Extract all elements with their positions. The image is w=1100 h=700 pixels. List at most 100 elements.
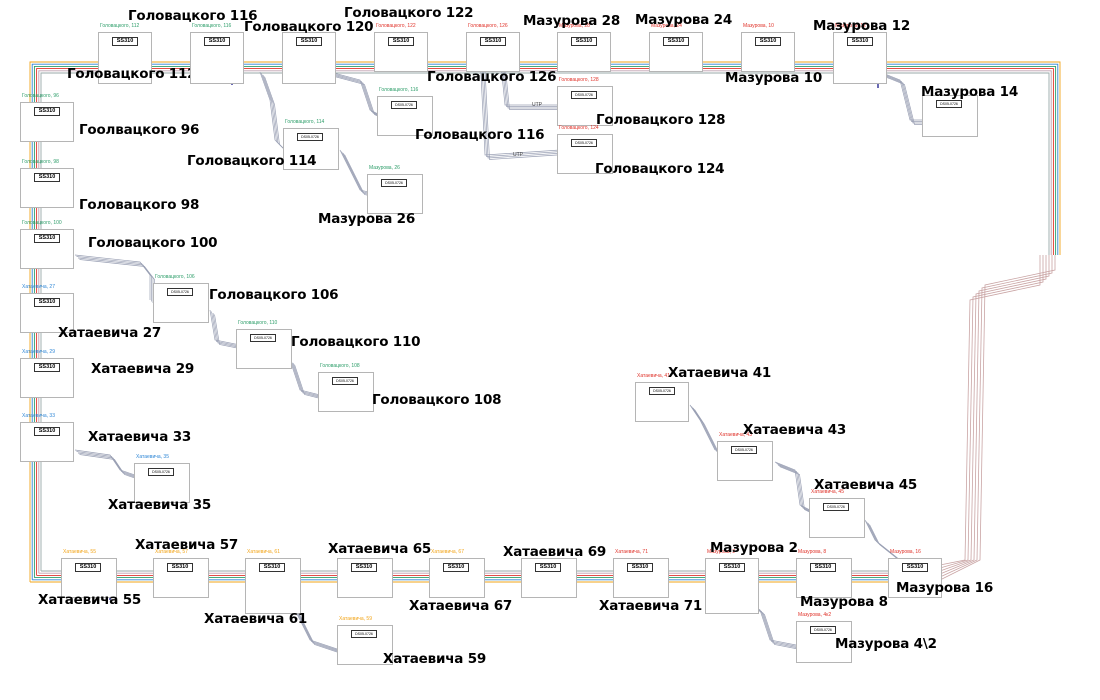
branch-cable (882, 74, 928, 124)
building-label: Мазурова 24 (635, 12, 733, 28)
device-tag: DS05-0726 (936, 100, 962, 108)
building-caption: Хатаевича, 55 (63, 549, 96, 555)
building-label: Хатаевича 33 (88, 429, 192, 445)
branch-cable (332, 74, 384, 119)
right-cable (939, 255, 1050, 575)
branch-cable (481, 56, 562, 157)
branch-cable (77, 257, 154, 303)
building-caption: Мазурова, 10 (743, 23, 774, 29)
building-label: Головацкого 112 (67, 66, 197, 82)
building-caption: Головацкого, 116 (192, 23, 232, 29)
building-box-h69 (521, 558, 577, 598)
device-tag: SS310 (75, 563, 101, 572)
building-label: Головацкого 114 (187, 153, 317, 169)
device-tag: DS05-0726 (649, 387, 675, 395)
branch-cable (294, 364, 325, 400)
building-caption: Головацкого, 126 (468, 23, 508, 29)
building-caption: Головацкого, 100 (22, 220, 62, 226)
branch-cable (289, 359, 321, 396)
building-box-g128 (557, 86, 613, 126)
building-caption: Мазурова, 26 (369, 165, 400, 171)
building-caption: Головацкого, 98 (22, 159, 59, 165)
branch-cable (881, 73, 927, 122)
device-tag: SS310 (34, 173, 60, 182)
device-tag: SS310 (167, 563, 193, 572)
building-caption: Хатаевича, 67 (431, 549, 464, 555)
building-label: Мазурова 28 (523, 13, 621, 29)
branch-cable (209, 309, 241, 346)
building-label: Головацкого 128 (596, 112, 726, 128)
building-caption: Мазурова, 2 (707, 549, 736, 555)
building-caption: Хатаевича, 35 (136, 454, 169, 460)
building-caption: Хатаевича, 57 (155, 549, 188, 555)
building-caption: Головацкого, 114 (285, 119, 325, 125)
device-tag: SS310 (719, 563, 745, 572)
branch-cable (502, 57, 563, 109)
right-cable (939, 255, 1056, 581)
device-tag: DS05-0726 (391, 101, 417, 109)
device-tag: SS310 (480, 37, 506, 46)
building-caption: Головацкого, 108 (320, 363, 360, 369)
branch-cable (879, 71, 925, 121)
branch-cable (867, 522, 904, 564)
branch-cable (694, 409, 720, 455)
building-caption: Головацкого, 116 (379, 87, 419, 93)
right-cable (939, 255, 1044, 569)
building-label: Головацкого 106 (209, 287, 339, 303)
utp-label-1: UTP (532, 102, 542, 108)
building-label: Хатаевича 71 (599, 598, 703, 614)
building-caption: Хатаевича, 43 (719, 432, 752, 438)
device-tag: SS310 (296, 37, 322, 46)
building-caption: Мазурова, 8 (798, 549, 827, 555)
building-caption: Мазурова, 12 (835, 23, 866, 29)
building-caption: Мазурова, 28 (559, 23, 590, 29)
device-tag: DS05-0726 (250, 334, 276, 342)
building-label: Головацкого 100 (88, 235, 218, 251)
building-caption: Головацкого, 122 (376, 23, 416, 29)
building-label: Головацкого 116 (128, 8, 258, 24)
building-label: Хатаевича 27 (58, 325, 162, 341)
building-label: Головацкого 110 (291, 334, 421, 350)
building-caption: Хатаевича, 45 (811, 489, 844, 495)
device-tag: DS05-0726 (297, 133, 323, 141)
building-caption: Головацкого, 96 (22, 93, 59, 99)
branch-cable (504, 59, 565, 110)
building-caption: Хатаевича, 29 (22, 349, 55, 355)
device-tag: SS310 (627, 563, 653, 572)
device-tag: SS310 (388, 37, 414, 46)
building-label: Головацкого 126 (427, 69, 557, 85)
building-caption: Хатаевича, 71 (615, 549, 648, 555)
device-tag: SS310 (351, 563, 377, 572)
building-caption: Мазурова, 16 (890, 549, 921, 555)
building-label: Мазурова 2 (710, 540, 798, 556)
building-caption: Головацкого, 112 (100, 23, 140, 29)
device-tag: SS310 (34, 234, 60, 243)
device-tag: SS310 (847, 37, 873, 46)
device-tag: SS310 (902, 563, 928, 572)
device-tag: SS310 (810, 563, 836, 572)
device-tag: DS05-0726 (571, 139, 597, 147)
branch-cable (294, 604, 345, 655)
branch-cable (689, 404, 716, 451)
building-label: Хатаевича 57 (135, 537, 239, 553)
device-tag: SS310 (204, 37, 230, 46)
building-label: Хатаевича 65 (328, 541, 432, 557)
branch-cable (866, 521, 902, 562)
branch-cable (292, 362, 324, 399)
building-label: Мазурова 26 (318, 211, 416, 227)
device-tag: DS05-0726 (148, 468, 174, 476)
device-tag: DS05-0726 (381, 179, 407, 187)
branch-cable (484, 59, 565, 160)
branch-cable (329, 71, 381, 116)
building-label: Головацкого 122 (344, 5, 474, 21)
building-label: Гоолвацкого 96 (79, 122, 200, 138)
building-label: Хатаевича 55 (38, 592, 142, 608)
building-label: Головацкого 124 (595, 161, 725, 177)
building-label: Хатаевича 29 (91, 361, 195, 377)
building-label: Хатаевича 61 (204, 611, 308, 627)
building-label: Хатаевича 35 (108, 497, 212, 513)
building-caption: Хатаевича, 41 (637, 373, 670, 379)
device-tag: DS05-0726 (351, 630, 377, 638)
building-caption: Головацкого, 124 (559, 125, 599, 131)
branch-cable (79, 259, 155, 305)
